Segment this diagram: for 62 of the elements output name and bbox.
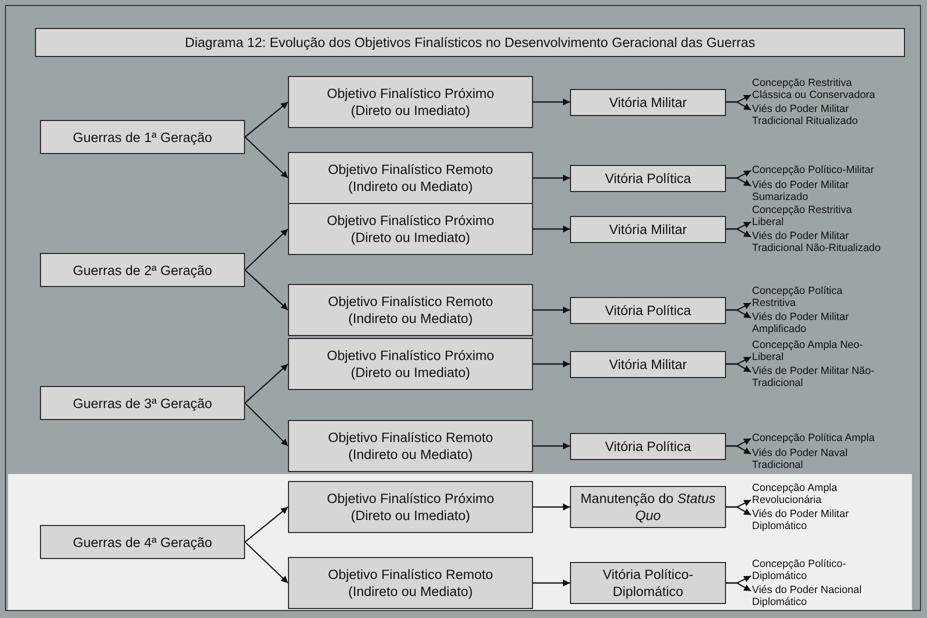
result-box: Vitória Política [570, 164, 726, 192]
arrow [533, 174, 570, 182]
result-box: Manutenção do Status Quo [570, 486, 726, 528]
arrow [726, 445, 752, 455]
result-box: Vitória Político-Diplomático [570, 562, 726, 604]
process-box: Objetivo Finalístico Próximo (Direto ou Imediato) [288, 338, 533, 390]
arrow [244, 402, 288, 446]
note-text: Concepção Restritiva Clássica ou Conservadora [752, 78, 882, 101]
process-box: Guerras de 1ª Geração [40, 120, 245, 154]
process-box: Objetivo Finalístico Próximo (Direto ou Imediato) [288, 203, 533, 255]
note-text: Viés do Poder Naval Tradicional [752, 448, 882, 471]
note-text: Viés do Poder Militar Tradicional Ritualizado [752, 104, 882, 127]
arrow [244, 228, 288, 270]
arrow [726, 101, 752, 111]
process-box: Guerras de 4ª Geração [40, 525, 245, 559]
arrow [726, 506, 752, 516]
note-text: Viés do Poder Militar Amplificado [752, 312, 882, 335]
process-box: Guerras de 3ª Geração [40, 386, 245, 420]
note-text: Viés de Poder Militar Não-Tradicional [752, 366, 882, 389]
process-box: Guerras de 2ª Geração [40, 253, 245, 287]
arrow [726, 363, 752, 373]
arrow [533, 360, 570, 368]
process-box: Objetivo Finalístico Remoto (Indireto ou Mediato) [288, 557, 533, 609]
process-box: Objetivo Finalístico Remoto (Indireto ou Mediato) [288, 420, 533, 472]
arrow [244, 136, 288, 178]
arrow [726, 177, 752, 187]
arrow [533, 580, 570, 586]
arrow [533, 504, 570, 510]
note-text: Concepção Político-Militar [752, 165, 882, 176]
result-box: Vitória Militar [570, 350, 726, 378]
note-text: Viés do Poder Militar Tradicional Não-Ritualizado [752, 231, 882, 254]
diagram-title: Diagrama 12: Evolução dos Objetivos Finalísticos no Desenvolvimento Geracional das Guerras [35, 28, 905, 57]
note-text: Concepção Política Ampla [752, 433, 882, 444]
result-box: Vitória Militar [570, 88, 726, 116]
process-box: Objetivo Finalístico Próximo (Direto ou Imediato) [288, 481, 533, 533]
result-box: Vitória Política [570, 296, 726, 324]
arrow [726, 309, 752, 319]
note-text: Concepção Ampla Revolucionária [752, 483, 882, 506]
note-text: Viés do Poder Militar Diplomático [752, 509, 882, 532]
arrow [533, 226, 570, 232]
note-text: Concepção Política Restritiva [752, 286, 882, 309]
arrow [244, 542, 288, 584]
arrow [244, 270, 288, 310]
arrow [726, 228, 752, 238]
note-text: Viés do Poder Nacional Diplomático [752, 585, 882, 608]
arrow [244, 506, 288, 542]
panel-background [8, 474, 912, 610]
note-text: Concepção Político-Diplomático [752, 559, 882, 582]
arrow [533, 306, 570, 314]
result-box: Vitória Política [570, 432, 726, 460]
arrow [533, 442, 570, 450]
process-box: Objetivo Finalístico Próximo (Direto ou Imediato) [288, 76, 533, 128]
arrow [726, 582, 752, 592]
arrow [244, 102, 288, 138]
arrow [244, 364, 288, 404]
process-box: Objetivo Finalístico Remoto (Indireto ou Mediato) [288, 284, 533, 336]
note-text: Concepção Ampla Neo-Liberal [752, 340, 882, 363]
note-text: Viés do Poder Militar Sumarizado [752, 180, 882, 203]
result-box: Vitória Militar [570, 216, 726, 242]
process-box: Objetivo Finalístico Remoto (Indireto ou Mediato) [288, 152, 533, 204]
note-text: Concepção Restritiva Liberal [752, 205, 882, 228]
arrow [533, 98, 570, 106]
